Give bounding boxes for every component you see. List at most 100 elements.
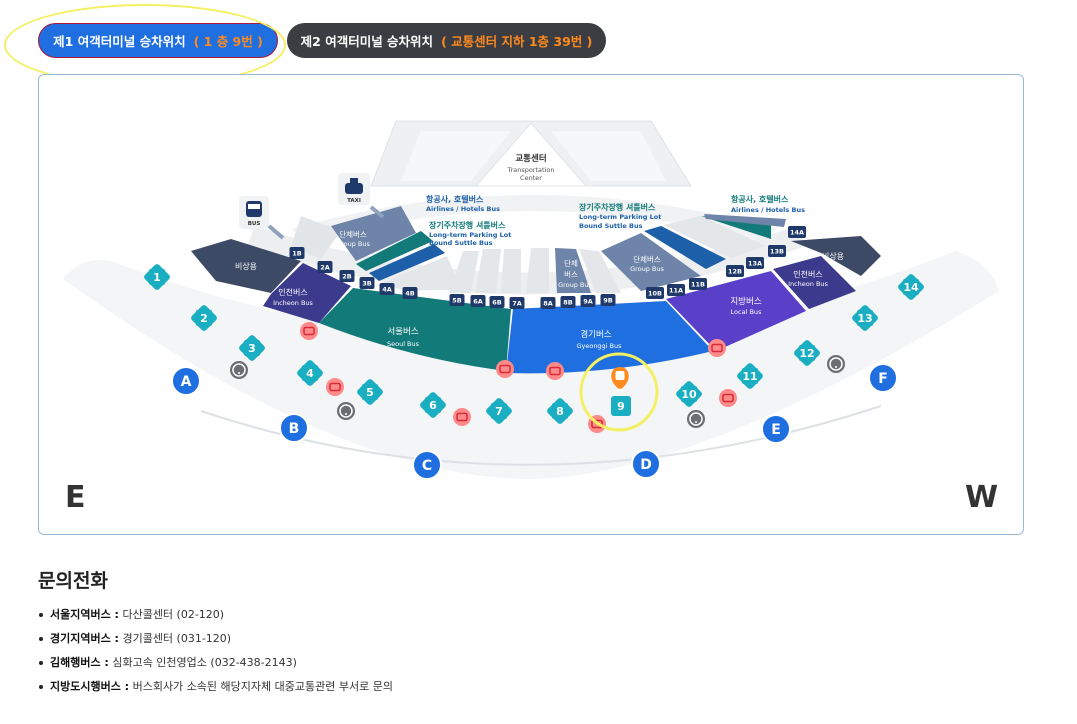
airline-right-en: Airlines / Hotels Bus <box>731 206 805 214</box>
bus-stop-label: 11A <box>669 287 683 295</box>
contact-item-label: 경기지역버스 : <box>50 632 119 645</box>
longterm-left-ko: 장기주차장행 셔틀버스 <box>429 220 506 230</box>
terminal-map: 교통센터 Transportation Center <box>38 74 1024 535</box>
platform-number: 3 <box>248 342 256 355</box>
tab-terminal-2-label: 제2 여객터미널 승차위치 <box>300 34 434 49</box>
bus-stop-2b: 2B <box>339 270 355 282</box>
group-right-en: Group Bus <box>630 265 664 273</box>
bus-stop-label: 6B <box>492 299 502 307</box>
bus-zones <box>191 236 881 374</box>
longterm-right-ko: 장기주차장행 셔틀버스 <box>579 202 656 212</box>
zone-incheon-left <box>263 263 351 323</box>
zone-gyeonggi <box>506 301 713 374</box>
platform-5[interactable]: 5 <box>356 378 384 406</box>
platform-number: 7 <box>495 405 503 418</box>
platform-10[interactable]: 10 <box>675 380 703 408</box>
callouts: 항공사, 호텔버스 Airlines / Hotels Bus 장기주차장행 셔… <box>426 194 805 247</box>
platform-8[interactable]: 8 <box>546 397 574 425</box>
platform-3[interactable]: 3 <box>238 334 266 362</box>
contact-item-label: 김해행버스 : <box>50 656 109 669</box>
gate-c[interactable]: C <box>412 450 442 480</box>
bus-stop-11b: 11B <box>689 278 707 290</box>
bus-stop-label: 1B <box>292 250 302 258</box>
selected-platform-pin <box>579 352 659 432</box>
center-label-en1: Transportation <box>507 166 555 174</box>
platform-11[interactable]: 11 <box>736 362 764 390</box>
seoul-en: Seoul Bus <box>387 340 420 348</box>
gate-letter: D <box>640 457 652 473</box>
group-mid-en: Group Bus <box>558 281 592 289</box>
bus-stop-label: 5B <box>452 297 462 305</box>
contact-item: 지방도시행버스 : 버스회사가 소속된 해당지자체 대중교통관련 부서로 문의 <box>38 679 393 703</box>
platform-4[interactable]: 4 <box>296 359 324 387</box>
tab-terminal-2-location: ( 교통센터 지하 1층 39번 ) <box>441 34 593 49</box>
bus-stop-14a: 14A <box>788 226 806 238</box>
gate-markers: A B C D E F <box>171 363 898 480</box>
misc-markers <box>230 322 845 433</box>
gate-e[interactable]: E <box>761 414 791 444</box>
platform-14[interactable]: 14 <box>897 273 925 301</box>
bus-stop-label: 13B <box>770 248 784 256</box>
bus-stop-label: 8B <box>563 299 573 307</box>
platform-12[interactable]: 12 <box>793 339 821 367</box>
platform-9[interactable]: 9 <box>611 396 631 416</box>
group-left-en: Group Bus <box>336 240 370 248</box>
center-label-ko: 교통센터 <box>515 153 546 164</box>
help-icon <box>230 361 248 379</box>
bus-stop-8b: 8B <box>560 296 576 308</box>
ticket-icon <box>546 362 564 380</box>
transportation-center-building: 교통센터 Transportation Center <box>291 120 776 241</box>
local-ko: 지방버스 <box>730 296 761 307</box>
gate-letter: B <box>289 421 300 437</box>
group-mid-ko2: 버스 <box>564 269 578 279</box>
contact-section: 문의전화 서울지역버스 : 다산콜센터 (02-120) 경기지역버스 : 경기… <box>38 566 393 703</box>
airline-left-ko: 항공사, 호텔버스 <box>426 194 484 204</box>
incheon-left-en: Incheon Bus <box>273 299 313 307</box>
bus-stop-10b: 10B <box>646 287 664 299</box>
platform-number: 1 <box>153 271 161 284</box>
platform-2[interactable]: 2 <box>190 304 218 332</box>
platform-7[interactable]: 7 <box>485 397 513 425</box>
contact-item-text: 버스회사가 소속된 해당지자체 대중교통관련 부서로 문의 <box>132 680 393 693</box>
compass-west: W <box>965 480 999 515</box>
ticket-icon <box>496 360 514 378</box>
platform-number: 12 <box>799 347 814 360</box>
bus-stop-8a: 8A <box>540 297 556 309</box>
ticket-icon <box>453 408 471 426</box>
platform-number: 10 <box>681 388 697 401</box>
tab-terminal-2[interactable]: 제2 여객터미널 승차위치 ( 교통센터 지하 1층 39번 ) <box>287 23 606 58</box>
gate-letter: E <box>771 422 781 438</box>
platform-number: 9 <box>617 400 625 413</box>
bus-stop-13a: 13A <box>746 257 764 269</box>
bus-stop-label: 6A <box>473 298 483 306</box>
platform-6[interactable]: 6 <box>419 391 447 419</box>
help-icon <box>337 402 355 420</box>
platform-number: 6 <box>429 399 437 412</box>
gate-letter: A <box>181 374 192 390</box>
gyeonggi-ko: 경기버스 <box>580 329 611 340</box>
bus-stop-11a: 11A <box>667 284 685 296</box>
gate-f[interactable]: F <box>868 363 898 393</box>
gate-a[interactable]: A <box>171 366 201 396</box>
platform-13[interactable]: 13 <box>851 304 879 332</box>
gate-d[interactable]: D <box>631 449 661 479</box>
contact-item: 김해행버스 : 심화고속 인천영업소 (032-438-2143) <box>38 655 393 679</box>
contact-list: 서울지역버스 : 다산콜센터 (02-120) 경기지역버스 : 경기콜센터 (… <box>38 607 393 703</box>
bus-stop-4a: 4A <box>379 283 395 295</box>
bus-stop-7a: 7A <box>509 297 525 309</box>
bus-stop-label: 4A <box>382 286 392 294</box>
bus-stop-label: 9A <box>583 298 593 306</box>
platform-number: 8 <box>556 405 564 418</box>
platform-1[interactable]: 1 <box>143 263 171 291</box>
local-en: Local Bus <box>731 308 762 316</box>
longterm-right-en1: Long-term Parking Lot <box>579 213 661 221</box>
help-icon <box>827 355 845 373</box>
bus-stop-label: 7A <box>512 300 522 308</box>
platform-number: 5 <box>366 386 374 399</box>
ticket-icon <box>719 389 737 407</box>
zone-spare-right <box>791 236 881 276</box>
bus-stop-9a: 9A <box>580 295 596 307</box>
gate-b[interactable]: B <box>279 413 309 443</box>
